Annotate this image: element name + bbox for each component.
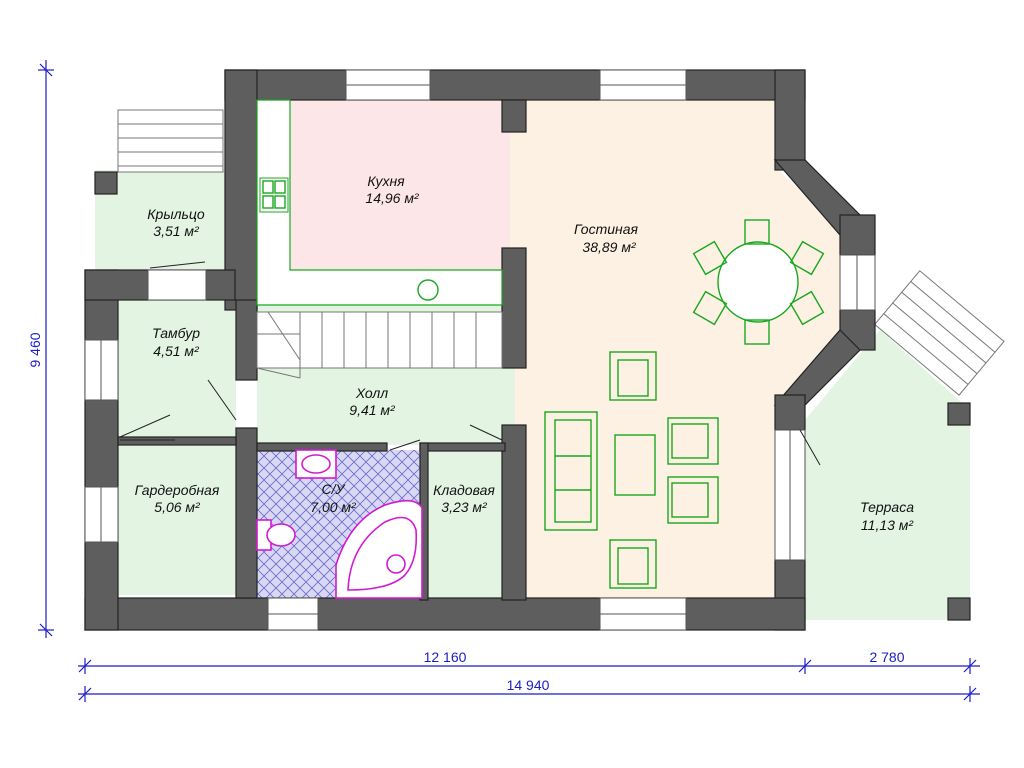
- coffee-table-icon: [614, 434, 656, 496]
- terrace-floor: [805, 330, 970, 620]
- room-area-terrace: 11,13 м²: [861, 517, 914, 533]
- room-name-pantry: Кладовая: [433, 482, 495, 498]
- room-area-wardrobe: 5,06 м²: [154, 499, 201, 515]
- windows: [84, 69, 876, 631]
- room-labels: Кухня 14,96 м² Гостиная 38,89 м² Крыльцо…: [135, 173, 915, 533]
- kitchen-pink: [290, 100, 510, 270]
- sofa-icon: [544, 411, 598, 531]
- armchair-icon: [667, 476, 719, 524]
- doors: [119, 261, 821, 466]
- dimensions: 9 460 12 160 2 780 14 940: [27, 60, 980, 702]
- room-area-living: 38,89 м²: [582, 239, 637, 255]
- room-name-hall: Холл: [355, 385, 388, 401]
- terrace-steps: [874, 270, 1005, 396]
- porch-steps: [117, 109, 224, 173]
- dining-table-icon: [717, 241, 799, 323]
- armchair-icon: [667, 417, 719, 465]
- dining-set: [692, 219, 825, 345]
- dimension-height: 9 460: [27, 332, 43, 367]
- lounge-set: [544, 351, 719, 589]
- room-area-vestibule: 4,51 м²: [153, 343, 200, 359]
- staircase: [256, 311, 503, 379]
- armchair-icon: [609, 539, 657, 589]
- walls: [84, 69, 971, 631]
- wardrobe-floor: [118, 445, 236, 595]
- room-name-bathroom: С/У: [322, 481, 347, 497]
- room-area-hall: 9,41 м²: [349, 402, 396, 418]
- kitchen-equipment: [256, 99, 503, 306]
- dimension-width-main: 12 160: [424, 649, 467, 665]
- dimension-width-terrace: 2 780: [869, 649, 904, 665]
- dimension-width-total: 14 940: [507, 677, 550, 693]
- armchair-icon: [609, 351, 657, 401]
- room-name-kitchen: Кухня: [367, 173, 405, 189]
- pantry-floor: [428, 450, 504, 598]
- bathroom-fixtures: [256, 449, 423, 599]
- room-name-vestibule: Тамбур: [152, 325, 200, 341]
- room-area-porch: 3,51 м²: [153, 223, 200, 239]
- living-bay-floor: [778, 170, 845, 400]
- room-name-porch: Крыльцо: [147, 206, 205, 222]
- room-area-kitchen: 14,96 м²: [365, 190, 420, 206]
- room-area-bathroom: 7,00 м²: [310, 499, 357, 515]
- stove-icon: [259, 177, 289, 213]
- room-area-pantry: 3,23 м²: [441, 499, 488, 515]
- sink-icon: [417, 279, 439, 301]
- living-floor: [508, 100, 778, 600]
- room-name-terrace: Терраса: [860, 499, 914, 515]
- room-name-living: Гостиная: [574, 221, 639, 237]
- vestibule-floor: [118, 300, 236, 440]
- room-name-wardrobe: Гардеробная: [135, 482, 220, 498]
